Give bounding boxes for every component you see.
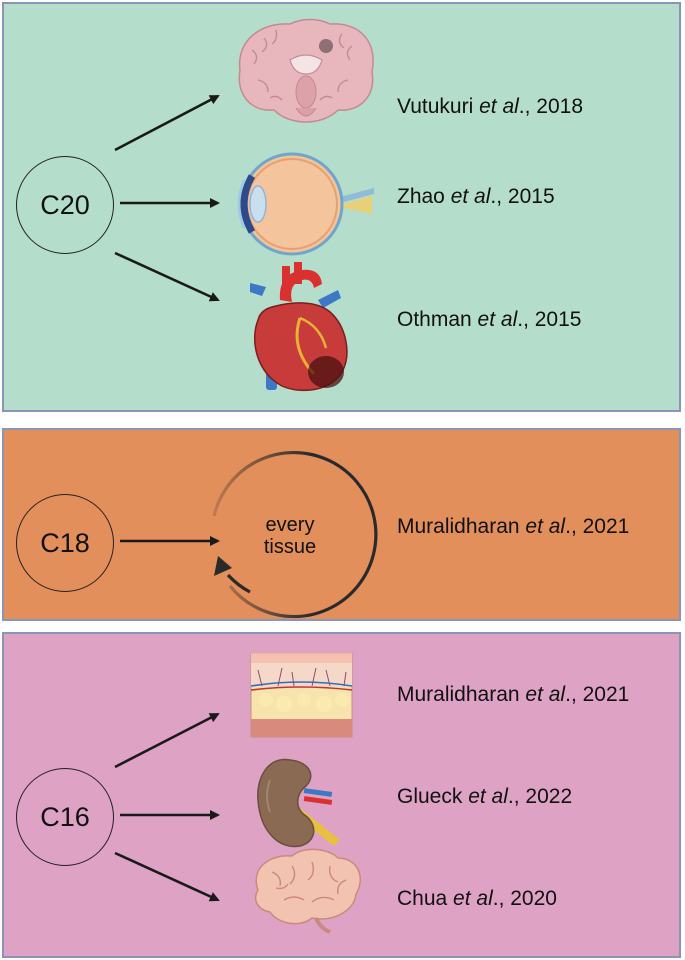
ref-muralidharan-c16: Muralidharan et al., 2021 xyxy=(397,683,630,706)
ref-chua: Chua et al., 2020 xyxy=(397,887,557,910)
c20-node: C20 xyxy=(16,156,114,254)
arrow-c16-to-skin xyxy=(114,712,220,769)
c16-node: C16 xyxy=(16,768,114,866)
ref-vutukuri: Vutukuri et al., 2018 xyxy=(397,95,584,118)
ref-othman: Othman et al., 2015 xyxy=(397,308,582,331)
eye-icon xyxy=(237,152,374,256)
c18-node: C18 xyxy=(16,494,114,592)
arrow-c16-to-brain xyxy=(114,851,220,902)
skin-layers-icon xyxy=(250,652,353,738)
tissue-line-1: every xyxy=(265,514,315,536)
arrow-c20-to-brain xyxy=(114,94,220,152)
brain-icon xyxy=(254,848,361,934)
c18-panel xyxy=(2,428,681,621)
heart-icon xyxy=(250,262,348,392)
c20-label: C20 xyxy=(40,189,90,220)
c16-label: C16 xyxy=(40,801,90,832)
ref-glueck: Glueck et al., 2022 xyxy=(397,785,573,808)
cycle-arrow-icon xyxy=(212,450,378,619)
ref-zhao: Zhao et al., 2015 xyxy=(397,185,555,208)
ref-muralidharan-c18: Muralidharan et al., 2021 xyxy=(397,515,630,538)
c18-label: C18 xyxy=(40,527,90,558)
arrow-c20-to-heart xyxy=(114,251,220,302)
tissue-line-2: tissue xyxy=(263,536,317,558)
brain-coronal-section-icon xyxy=(238,18,374,123)
every-tissue-label: every tissue xyxy=(240,514,340,558)
kidney-icon xyxy=(257,758,340,848)
